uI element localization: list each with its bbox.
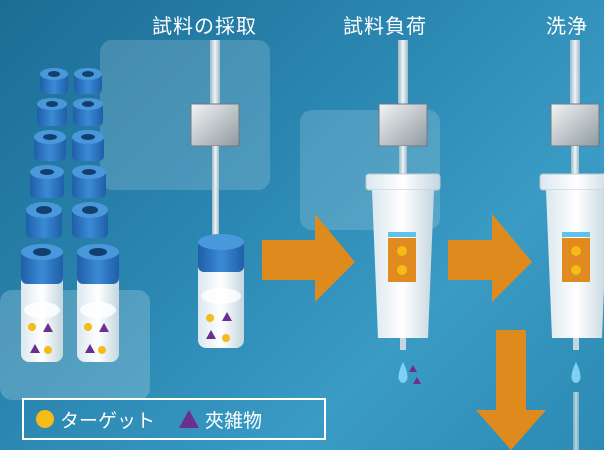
impurity-particle	[409, 365, 417, 372]
process-arrow-down	[476, 330, 546, 450]
vial-rack	[21, 68, 119, 362]
target-particle	[98, 346, 106, 354]
legend-impurity-label: 夾雑物	[205, 409, 263, 432]
loading-apparatus	[365, 40, 441, 384]
sample-vial	[21, 244, 63, 362]
impurity-particle	[222, 312, 232, 321]
drop-icon	[571, 362, 581, 383]
impurity-legend-icon	[179, 410, 200, 428]
legend: ターゲット 夾雑物	[22, 398, 326, 440]
sampling-apparatus	[190, 40, 244, 348]
target-particle	[206, 314, 214, 322]
impurity-particle	[206, 330, 216, 339]
vial-cap	[73, 98, 103, 126]
drop-icon	[398, 362, 408, 383]
vial-cap	[26, 202, 62, 238]
impurity-particle	[43, 323, 53, 332]
sorbent-bed	[388, 238, 416, 282]
target-particle	[397, 246, 407, 256]
vial-cap	[72, 202, 108, 238]
target-particle	[84, 323, 92, 331]
vial-cap	[72, 165, 106, 198]
step-label-sampling: 試料の採取	[152, 14, 257, 38]
impurity-particle	[85, 344, 95, 353]
sorbent-bed	[562, 238, 590, 282]
impurity-particle	[30, 344, 40, 353]
target-particle	[28, 323, 36, 331]
vial-cap	[37, 98, 67, 126]
step-label-loading: 試料負荷	[343, 14, 427, 38]
washing-apparatus	[539, 40, 604, 450]
vial-cap	[34, 130, 66, 161]
target-particle	[44, 346, 52, 354]
target-particle	[571, 246, 581, 256]
target-particle	[571, 265, 581, 275]
vial-cap	[72, 130, 104, 161]
target-legend-icon	[36, 410, 54, 428]
legend-target-label: ターゲット	[60, 409, 156, 432]
background-shape	[100, 40, 270, 190]
impurity-particle	[413, 377, 421, 384]
target-particle	[397, 265, 407, 275]
vial-cap	[74, 68, 102, 94]
process-arrow-right	[262, 214, 355, 302]
target-particle	[222, 334, 230, 342]
step-label-washing: 洗浄	[546, 14, 588, 38]
impurity-particle	[99, 323, 109, 332]
process-arrow-right	[448, 214, 532, 302]
sample-vial	[77, 244, 119, 362]
vial-cap	[40, 68, 68, 94]
vial-cap	[30, 165, 64, 198]
